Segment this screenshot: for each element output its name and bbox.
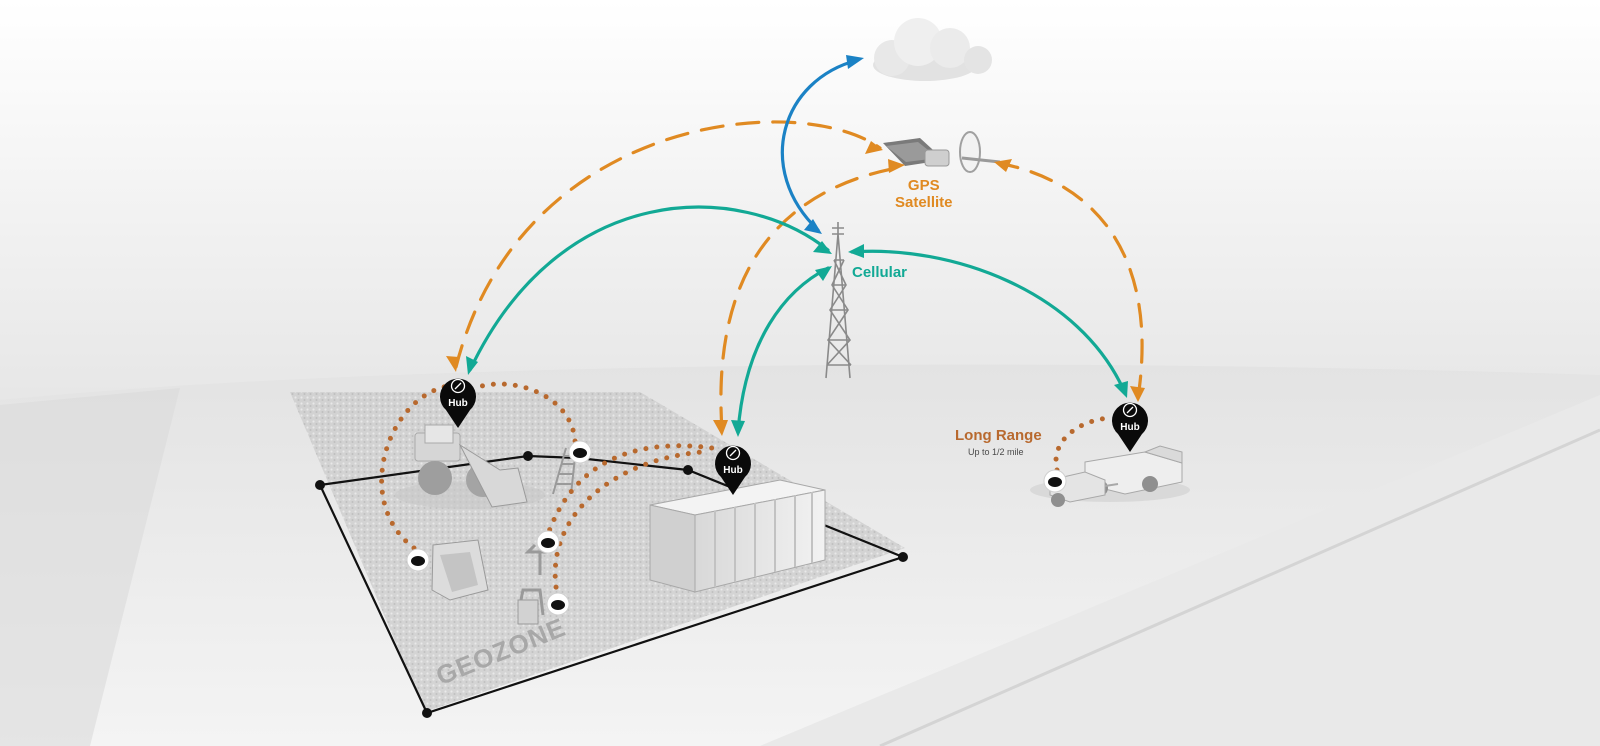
satellite-icon (883, 131, 1001, 173)
local-link-post (543, 443, 715, 543)
cellular-arrowhead (731, 420, 745, 437)
tag-puck-icon (536, 530, 560, 554)
long-range-label: Long Range (955, 427, 1042, 444)
hub-label: Hub (723, 465, 742, 476)
bucket-icon (431, 539, 489, 601)
gps-link-container-hub (719, 165, 904, 432)
geozone-boundary (315, 451, 908, 718)
geozone-vertex (422, 708, 432, 718)
cellular-link-container-hub (736, 266, 830, 434)
cellular-link-truck-hub (850, 249, 1127, 395)
hub-label: Hub (1120, 422, 1139, 433)
gps-arrowhead (994, 159, 1012, 172)
local-link-bucket (379, 382, 458, 551)
tag-puck-icon (568, 440, 592, 464)
local-link-trailer (1053, 415, 1113, 473)
cellular-link-loader-hub (468, 205, 830, 372)
cloud-arrowhead (804, 219, 822, 234)
long-range-sublabel: Up to 1/2 mile (968, 447, 1024, 457)
post-tool-icon (524, 543, 548, 575)
cloud-icon (873, 18, 992, 81)
cellular-arrowhead (1114, 381, 1128, 398)
tag-puck-icon (1043, 469, 1067, 493)
cellular-arrowhead (813, 241, 832, 254)
ground-ridge (0, 388, 180, 746)
gps-arrowhead (888, 159, 905, 173)
geozone-vertex (898, 552, 908, 562)
gps-label-line2: Satellite (895, 193, 953, 211)
tag-puck-icon (546, 592, 570, 616)
road-edge (879, 428, 1600, 746)
local-link-compactor (552, 449, 705, 601)
cellular-arrowhead (815, 266, 832, 281)
tag-puck-icon (406, 548, 430, 572)
cloud-link (780, 58, 860, 232)
gps-label-line1: GPS (907, 177, 940, 194)
cellular-arrowhead (848, 244, 864, 258)
road-surface (760, 395, 1600, 746)
gps-satellite-label: GPS Satellite (895, 177, 953, 211)
cellular-arrowhead (466, 356, 478, 375)
gps-arrowhead (1130, 386, 1145, 402)
local-link-ladder (475, 381, 578, 455)
loader-icon (395, 424, 545, 509)
geozone-vertex (523, 451, 533, 461)
gps-link-truck-hub (996, 161, 1144, 400)
geozone-vertex (683, 465, 693, 475)
geozone-vertex (315, 480, 325, 490)
hub-label: Hub (448, 398, 467, 409)
hub-pin-icon: Hub (440, 378, 476, 428)
cellular-label: Cellular (852, 264, 908, 281)
cloud-arrowhead (846, 55, 864, 69)
hub-pin-icon: Hub (1112, 402, 1148, 452)
cell-tower-icon (825, 222, 852, 379)
container-icon (649, 479, 826, 593)
gps-arrowhead (713, 420, 728, 436)
compactor-icon (517, 588, 545, 625)
hub-pin-icon: Hub (715, 445, 751, 495)
gps-arrowhead (446, 356, 459, 372)
gps-arrowhead (865, 141, 883, 154)
